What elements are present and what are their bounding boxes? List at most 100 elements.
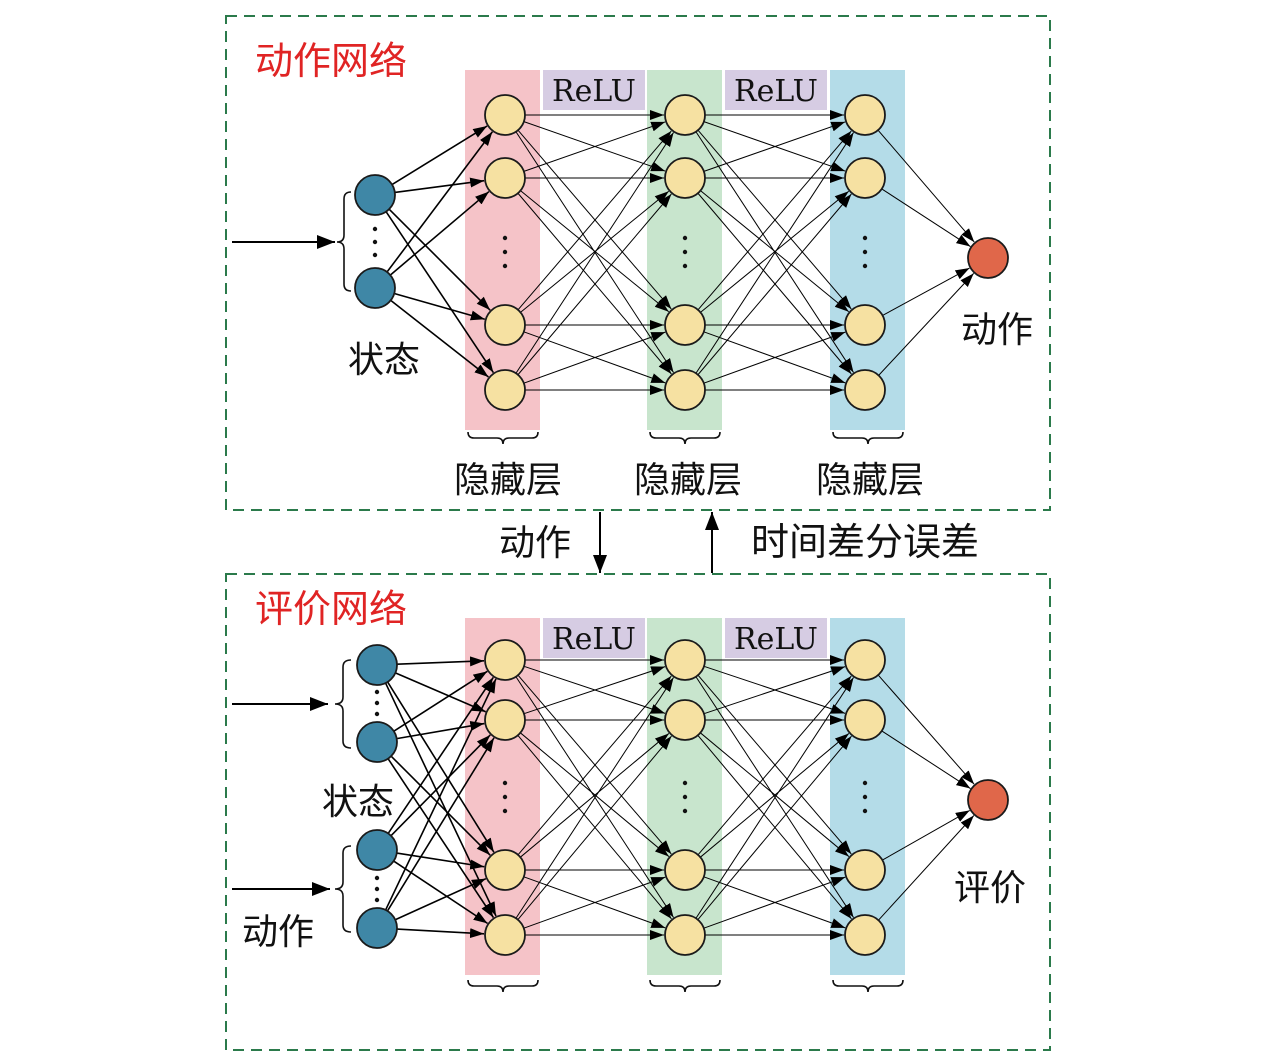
actor-hidden-ellipsis-2 (682, 263, 688, 269)
critic-hidden-node-layer-2 (664, 699, 706, 741)
critic-hidden-node-layer-1 (484, 639, 526, 681)
actor-output-node (967, 237, 1009, 279)
actor-hidden-connection (523, 331, 666, 384)
actor-input-connection (389, 190, 490, 276)
critic-hidden-ellipsis-3 (862, 780, 868, 786)
actor-output-connection (878, 273, 975, 376)
actor-input-connection (386, 131, 494, 273)
critic-hidden-node-layer-2 (664, 849, 706, 891)
actor-relu-label-2: ReLU (734, 74, 818, 109)
actor-hidden-node-layer-1 (484, 157, 526, 199)
critic-input-connection (390, 734, 491, 837)
actor-hidden-node-layer-3 (844, 94, 886, 136)
critic-hidden-node-layer-1 (484, 849, 526, 891)
actor-hidden-ellipsis-3 (862, 235, 868, 241)
critic-hidden-ellipsis-1 (502, 780, 508, 786)
actor-hidden-connection (697, 130, 852, 311)
actor-hidden-node-layer-3 (844, 369, 886, 411)
critic-input-node (356, 721, 398, 763)
actor-hidden-ellipsis-1 (502, 235, 508, 241)
actor-relu-box-1 (543, 70, 645, 110)
critic-hidden-connection (695, 677, 854, 919)
critic-hidden-node-layer-1 (484, 699, 526, 741)
critic-input-ellipsis (374, 700, 380, 706)
critic-hidden-connection (523, 666, 666, 715)
actor-hidden-connection (703, 331, 846, 384)
actor-hidden-label-1: 隐藏层 (454, 460, 562, 501)
critic-relu-box-2 (725, 618, 827, 658)
critic-action-label: 动作 (242, 912, 314, 953)
actor-hidden-ellipsis-2 (682, 249, 688, 255)
critic-input-connection (386, 681, 495, 853)
critic-output-connection (877, 674, 975, 785)
critic-hidden-connection (517, 675, 672, 856)
actor-input-connection (394, 292, 486, 321)
actor-hidden-node-layer-2 (664, 369, 706, 411)
actor-input-connection (391, 125, 488, 186)
critic-input-ellipsis (374, 711, 380, 717)
critic-input-node (356, 907, 398, 949)
critic-hidden-node-layer-3 (844, 699, 886, 741)
critic-input-connection (393, 670, 488, 732)
critic-hidden-ellipsis-2 (682, 794, 688, 800)
actor-hidden-ellipsis-3 (862, 249, 868, 255)
actor-input-connection (394, 177, 485, 194)
connections-layer (384, 110, 975, 940)
critic-hidden-ellipsis-2 (682, 808, 688, 814)
actor-input-connection (390, 299, 489, 378)
critic-input-connection (396, 928, 485, 939)
critic-relu-box-1 (543, 618, 645, 658)
actor-hidden-ellipsis-1 (502, 263, 508, 269)
critic-hidden-node-layer-2 (664, 639, 706, 681)
actor-input-ellipsis (372, 252, 378, 258)
actor-hidden-ellipsis-1 (502, 249, 508, 255)
actor-hidden-connection (700, 190, 850, 313)
critic-input-node (356, 829, 398, 871)
actor-hidden-connection (517, 130, 672, 311)
actor-hidden-connection (517, 193, 672, 376)
critic-hidden-ellipsis-1 (502, 808, 508, 814)
critic-input-ellipsis (374, 886, 380, 892)
actor-hidden-label-3: 隐藏层 (816, 460, 924, 501)
critic-network-frame (225, 573, 1051, 1051)
critic-input-connection (395, 672, 487, 713)
critic-input-connection (386, 737, 495, 912)
critic-output-node (967, 779, 1009, 821)
actor-state-label: 状态 (348, 340, 420, 381)
td-error-label: 时间差分误差 (751, 520, 979, 564)
actor-hidden-label-2: 隐藏层 (634, 460, 742, 501)
actor-hidden-brace-1 (467, 431, 539, 445)
critic-hidden-brace-1 (467, 979, 539, 993)
critic-hidden-connection (515, 677, 674, 919)
actor-hidden-ellipsis-2 (682, 235, 688, 241)
critic-hidden-node-layer-3 (844, 849, 886, 891)
critic-output-connection (882, 809, 970, 861)
actor-hidden-ellipsis-3 (862, 263, 868, 269)
critic-hidden-ellipsis-3 (862, 808, 868, 814)
critic-action-brace (334, 845, 352, 933)
critic-hidden-brace-2 (649, 979, 721, 993)
critic-output-connection (878, 815, 975, 921)
critic-input-ellipsis (374, 689, 380, 695)
actor-hidden-connection (515, 132, 674, 374)
actor-hidden-node-layer-1 (484, 369, 526, 411)
critic-hidden-ellipsis-1 (502, 794, 508, 800)
critic-output-connection (881, 730, 971, 789)
actor-network-frame (225, 15, 1051, 511)
critic-hidden-node-layer-3 (844, 914, 886, 956)
critic-output-label: 评价 (954, 868, 1026, 909)
critic-hidden-connection (703, 876, 846, 929)
critic-input-ellipsis (374, 875, 380, 881)
critic-hidden-ellipsis-3 (862, 794, 868, 800)
critic-input-connection (394, 877, 487, 921)
actor-hidden-node-layer-3 (844, 157, 886, 199)
critic-hidden-connection (700, 733, 850, 858)
actor-output-connection (877, 129, 975, 243)
critic-network-title: 评价网络 (255, 587, 407, 631)
nodes-layer (354, 94, 1009, 956)
critic-hidden-connection (523, 876, 666, 929)
actor-output-connection (882, 267, 970, 316)
critic-hidden-connection (697, 675, 852, 856)
actor-hidden-node-layer-1 (484, 304, 526, 346)
